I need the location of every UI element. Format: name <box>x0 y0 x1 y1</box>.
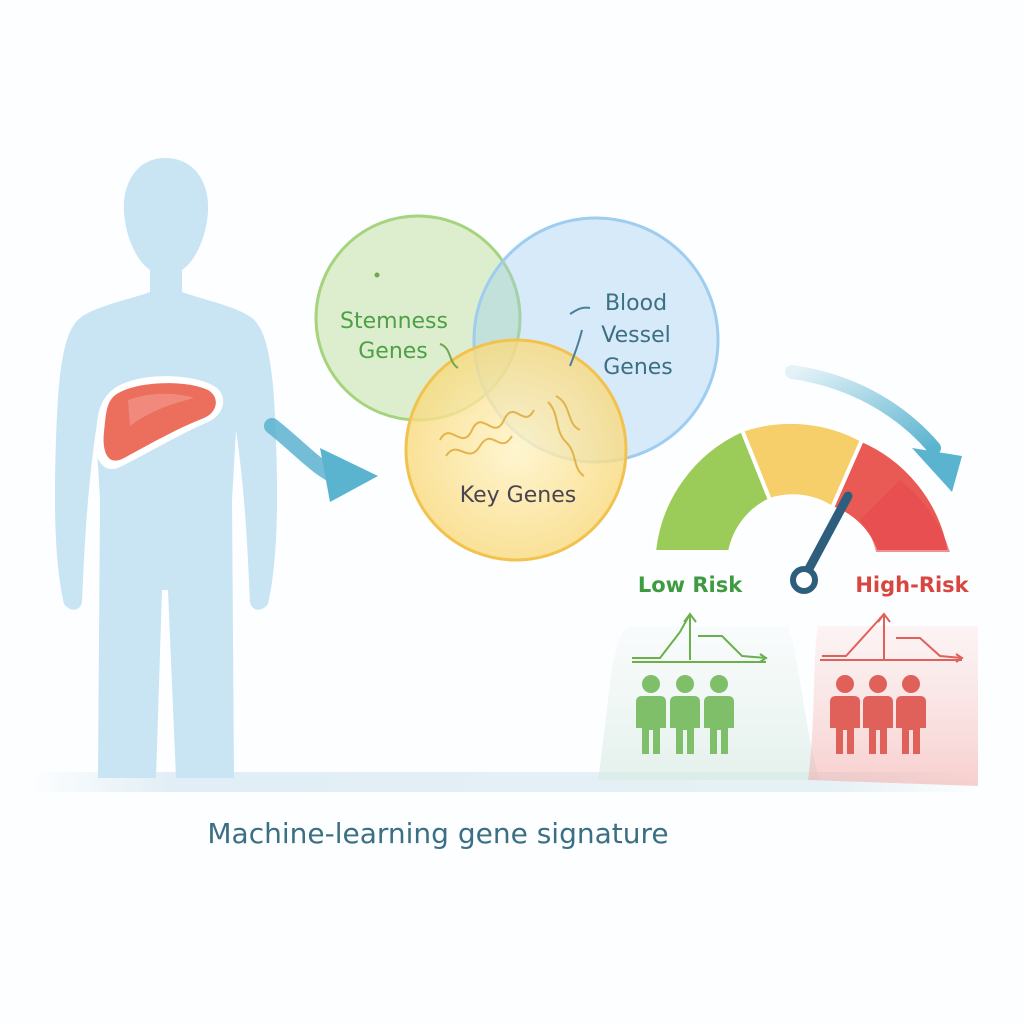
blood-vessel-leader-line <box>569 306 591 315</box>
blood-vessel-label-line3: Genes <box>603 355 673 380</box>
low-risk-person-1 <box>636 675 666 754</box>
low-risk-person-2 <box>670 675 700 754</box>
high-risk-person-2 <box>863 675 893 754</box>
gene-dna-icon <box>439 395 585 477</box>
blood-vessel-label-line2: Vessel <box>601 323 670 348</box>
decor-dot <box>374 272 380 278</box>
gauge-needle <box>799 491 853 583</box>
key-genes-circle <box>404 338 628 562</box>
high-risk-label: High-Risk <box>855 573 969 597</box>
gauge-pivot <box>790 566 818 594</box>
low-risk-label: Low Risk <box>638 573 743 597</box>
stemness-leader-line <box>439 343 459 369</box>
venn-diagram <box>314 214 720 562</box>
low-risk-person-3 <box>704 675 734 754</box>
stemness-label-line1: Stemness <box>340 309 448 334</box>
risk-gauge <box>651 419 953 594</box>
human-silhouette <box>54 158 278 778</box>
low-risk-people-icon <box>636 675 734 754</box>
blood-vessel-label-line1: Blood <box>605 291 667 316</box>
stemness-label-line2: Genes <box>358 339 428 364</box>
key-genes-label: Key Genes <box>460 483 576 508</box>
high-risk-person-3 <box>896 675 926 754</box>
high-risk-people-icon <box>830 675 926 754</box>
caption: Machine-learning gene signature <box>207 817 668 850</box>
liver-icon <box>95 376 224 470</box>
arrow-venn-to-gauge <box>785 365 941 455</box>
arrow-head-venn-icon <box>320 448 378 502</box>
high-risk-person-1 <box>830 675 860 754</box>
arrow-head-gauge-icon <box>912 448 962 492</box>
gauge-red-shade <box>860 480 950 552</box>
gauge-green-segment <box>651 427 773 554</box>
blood-vessel-leader-line-2 <box>569 329 583 367</box>
low-risk-chart-icon <box>632 612 768 663</box>
high-risk-chart-icon <box>820 612 964 663</box>
